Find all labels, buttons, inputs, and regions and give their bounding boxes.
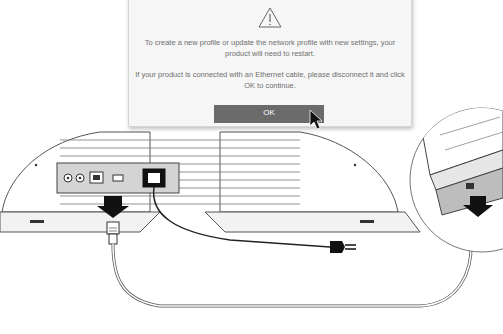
- drawing-part: [90, 172, 103, 183]
- slat: [60, 140, 300, 141]
- drawing-part: [67, 177, 70, 180]
- drawing-part: [76, 174, 84, 182]
- drawing-part: [0, 212, 160, 232]
- dialog-message: If your product is connected with an Eth…: [135, 70, 405, 92]
- zoom-detail: [410, 95, 503, 252]
- warning-icon: [259, 8, 281, 27]
- ok-button: OK: [214, 105, 324, 123]
- drawing-part: [440, 117, 503, 150]
- slat: [60, 204, 300, 205]
- drawing-part: [60, 140, 300, 204]
- connector-panel: [57, 163, 179, 193]
- ethernet-cable: [107, 222, 478, 306]
- insert-arrow: [97, 196, 129, 218]
- drawing-part: [30, 220, 44, 223]
- drawing-part: [269, 14, 270, 22]
- drawing-part: [143, 169, 165, 187]
- drawing-part: [79, 177, 82, 180]
- dialog-box: To create a new profile or update the ne…: [128, 0, 412, 127]
- drawing-part: [148, 173, 160, 183]
- drawing-part: [64, 174, 72, 182]
- slat: [60, 148, 300, 149]
- speaker-body: [0, 132, 420, 232]
- drawing-part: [463, 196, 493, 217]
- drawing-part: [93, 175, 100, 180]
- drawing-part: [466, 183, 474, 189]
- dialog-message: To create a new profile or update the ne…: [135, 38, 405, 60]
- drawing-part: [109, 234, 117, 244]
- drawing-part: [205, 212, 420, 232]
- drawing-part: [109, 228, 117, 231]
- drawing-part: [345, 245, 356, 249]
- power-cord: [154, 187, 356, 253]
- drawing-part: [360, 220, 374, 223]
- drawing-part: [113, 244, 471, 306]
- drawing-part: [113, 175, 123, 181]
- drawing-part: [354, 164, 356, 166]
- drawing-part: [154, 187, 330, 247]
- drawing-part: [107, 222, 119, 234]
- drawing-part: [35, 164, 37, 166]
- drawing-part: [269, 24, 271, 26]
- drawing-part: [57, 163, 179, 193]
- mouse-cursor: [310, 110, 322, 129]
- drawing-part: [420, 95, 503, 215]
- slat: [60, 196, 300, 197]
- drawing-part: [259, 8, 281, 27]
- drawing-part: [330, 241, 345, 253]
- drawing-part: [113, 244, 471, 306]
- slat: [60, 156, 300, 157]
- button-label: OK: [214, 107, 324, 119]
